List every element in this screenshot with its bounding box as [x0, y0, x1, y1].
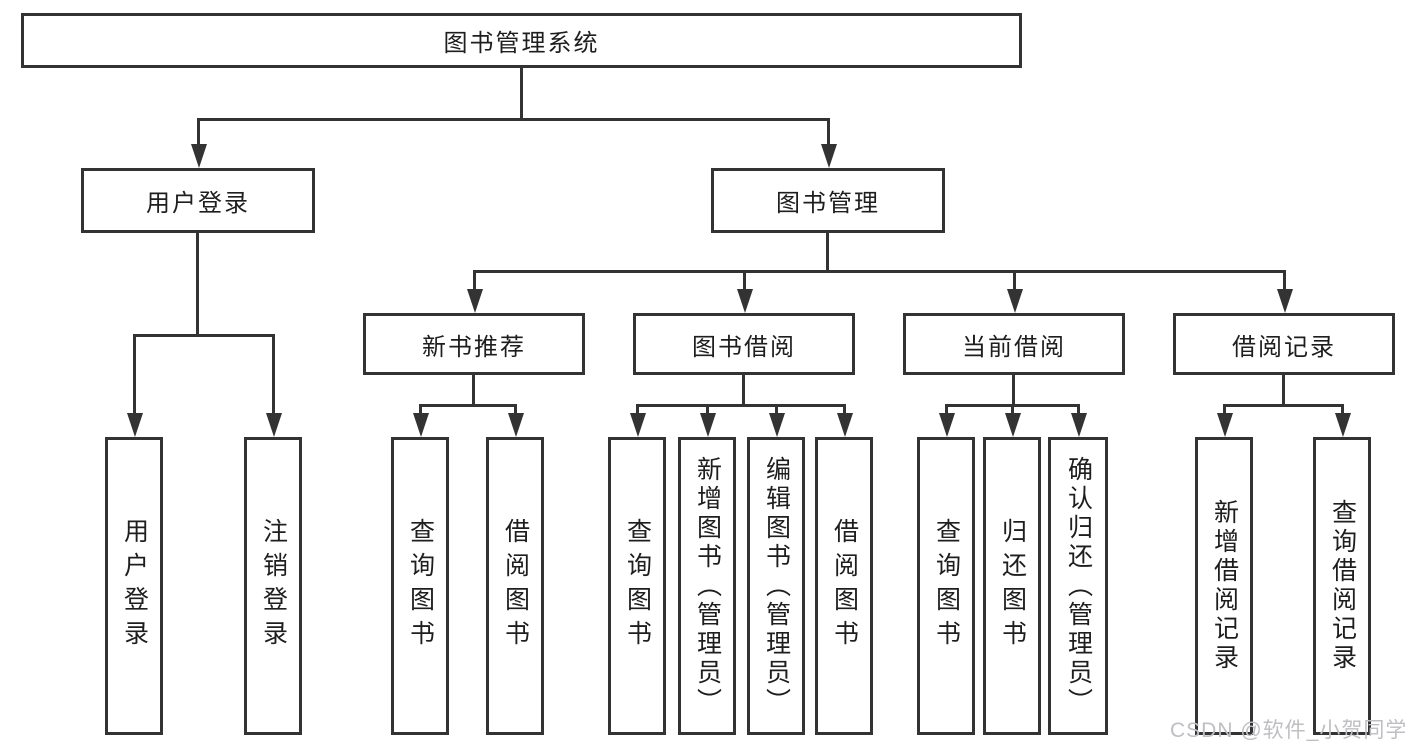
leaf-add-borrow-record-label: 新增借阅记录 [1210, 499, 1239, 673]
leaf-query-borrow-record: 查询借阅记录 [1313, 437, 1371, 735]
connector-current-borrow-stem [1012, 375, 1015, 406]
arrow-to-leaf-query-books-1 [419, 404, 422, 413]
leaf-query-books-current: 查询图书 [917, 437, 975, 735]
leaf-add-book-admin: 新增图书（管理员） [678, 437, 736, 735]
node-book-management-label: 图书管理 [776, 190, 880, 217]
node-root-label: 图书管理系统 [443, 30, 600, 57]
connector-borrow-records-stem [1282, 375, 1285, 406]
connector-book-mgmt-branch [473, 270, 1285, 273]
arrow-to-leaf-return-books [1011, 404, 1014, 413]
leaf-return-books-label: 归还图书 [998, 518, 1027, 654]
leaf-borrow-books-borrowing: 借阅图书 [815, 437, 873, 735]
leaf-add-borrow-record: 新增借阅记录 [1195, 437, 1253, 735]
node-current-borrowing: 当前借阅 [903, 313, 1125, 375]
leaf-logout-label: 注销登录 [259, 518, 288, 654]
arrow-to-leaf-borrow-books-2 [843, 404, 846, 413]
leaf-borrow-books-recommend: 借阅图书 [486, 437, 544, 735]
arrow-to-leaf-query-books-2 [636, 404, 639, 413]
arrow-to-borrow-records [1283, 270, 1286, 289]
leaf-logout: 注销登录 [244, 437, 302, 735]
connector-new-book-branch [419, 404, 517, 407]
leaf-borrow-books-recommend-label: 借阅图书 [501, 518, 530, 654]
arrow-to-leaf-user-login [133, 334, 136, 413]
connector-root-branch [197, 118, 829, 121]
leaf-edit-book-admin: 编辑图书（管理员） [747, 437, 805, 735]
leaf-user-login: 用户登录 [105, 437, 163, 735]
leaf-query-books-recommend-label: 查询图书 [406, 518, 435, 654]
arrow-to-book-borrow [743, 270, 746, 289]
leaf-return-books: 归还图书 [983, 437, 1041, 735]
arrow-to-leaf-borrow-books-1 [514, 404, 517, 413]
connector-user-login-branch [133, 334, 275, 337]
node-new-book-recommend: 新书推荐 [363, 313, 585, 375]
leaf-edit-book-admin-label: 编辑图书（管理员） [762, 455, 791, 717]
leaf-query-borrow-record-label: 查询借阅记录 [1328, 499, 1357, 673]
leaf-user-login-label: 用户登录 [120, 518, 149, 654]
connector-borrow-records-branch [1223, 404, 1344, 407]
arrow-to-leaf-add-book [706, 404, 709, 413]
leaf-query-books-recommend: 查询图书 [391, 437, 449, 735]
connector-book-mgmt-stem [826, 233, 829, 273]
leaf-confirm-return-admin: 确认归还（管理员） [1048, 437, 1108, 735]
csdn-watermark: CSDN @软件_小贺同学 [1170, 719, 1405, 742]
node-borrowing-records-label: 借阅记录 [1232, 333, 1336, 361]
arrow-to-book-mgmt [827, 118, 830, 144]
leaf-borrow-books-borrowing-label: 借阅图书 [830, 518, 859, 654]
connector-new-book-stem [472, 375, 475, 406]
node-root-system: 图书管理系统 [21, 13, 1022, 68]
arrow-to-leaf-logout [272, 334, 275, 413]
node-borrowing-records: 借阅记录 [1173, 313, 1395, 375]
leaf-confirm-return-admin-label: 确认归还（管理员） [1064, 455, 1093, 717]
connector-user-login-stem [196, 233, 199, 336]
node-book-borrowing-label: 图书借阅 [692, 333, 796, 361]
leaf-query-books-borrowing-label: 查询图书 [623, 518, 652, 654]
arrow-to-leaf-query-books-3 [945, 404, 948, 413]
arrow-to-leaf-confirm-return [1077, 404, 1080, 413]
node-current-borrowing-label: 当前借阅 [962, 333, 1066, 361]
arrow-to-leaf-edit-book [775, 404, 778, 413]
node-book-management: 图书管理 [711, 168, 945, 233]
node-new-book-recommend-label: 新书推荐 [422, 333, 526, 361]
leaf-add-book-admin-label: 新增图书（管理员） [693, 455, 722, 717]
node-book-borrowing: 图书借阅 [633, 313, 855, 375]
leaf-query-books-borrowing: 查询图书 [608, 437, 666, 735]
leaf-query-books-current-label: 查询图书 [932, 518, 961, 654]
arrow-to-leaf-query-record [1341, 404, 1344, 413]
node-user-login: 用户登录 [81, 168, 315, 233]
connector-root-stem [520, 68, 523, 120]
arrow-to-leaf-add-record [1223, 404, 1226, 413]
arrow-to-new-book [473, 270, 476, 289]
connector-book-borrow-branch [636, 404, 846, 407]
connector-book-borrow-stem [742, 375, 745, 406]
node-user-login-label: 用户登录 [146, 190, 250, 217]
arrow-to-current-borrow [1013, 270, 1016, 289]
arrow-to-user-login [197, 118, 200, 144]
